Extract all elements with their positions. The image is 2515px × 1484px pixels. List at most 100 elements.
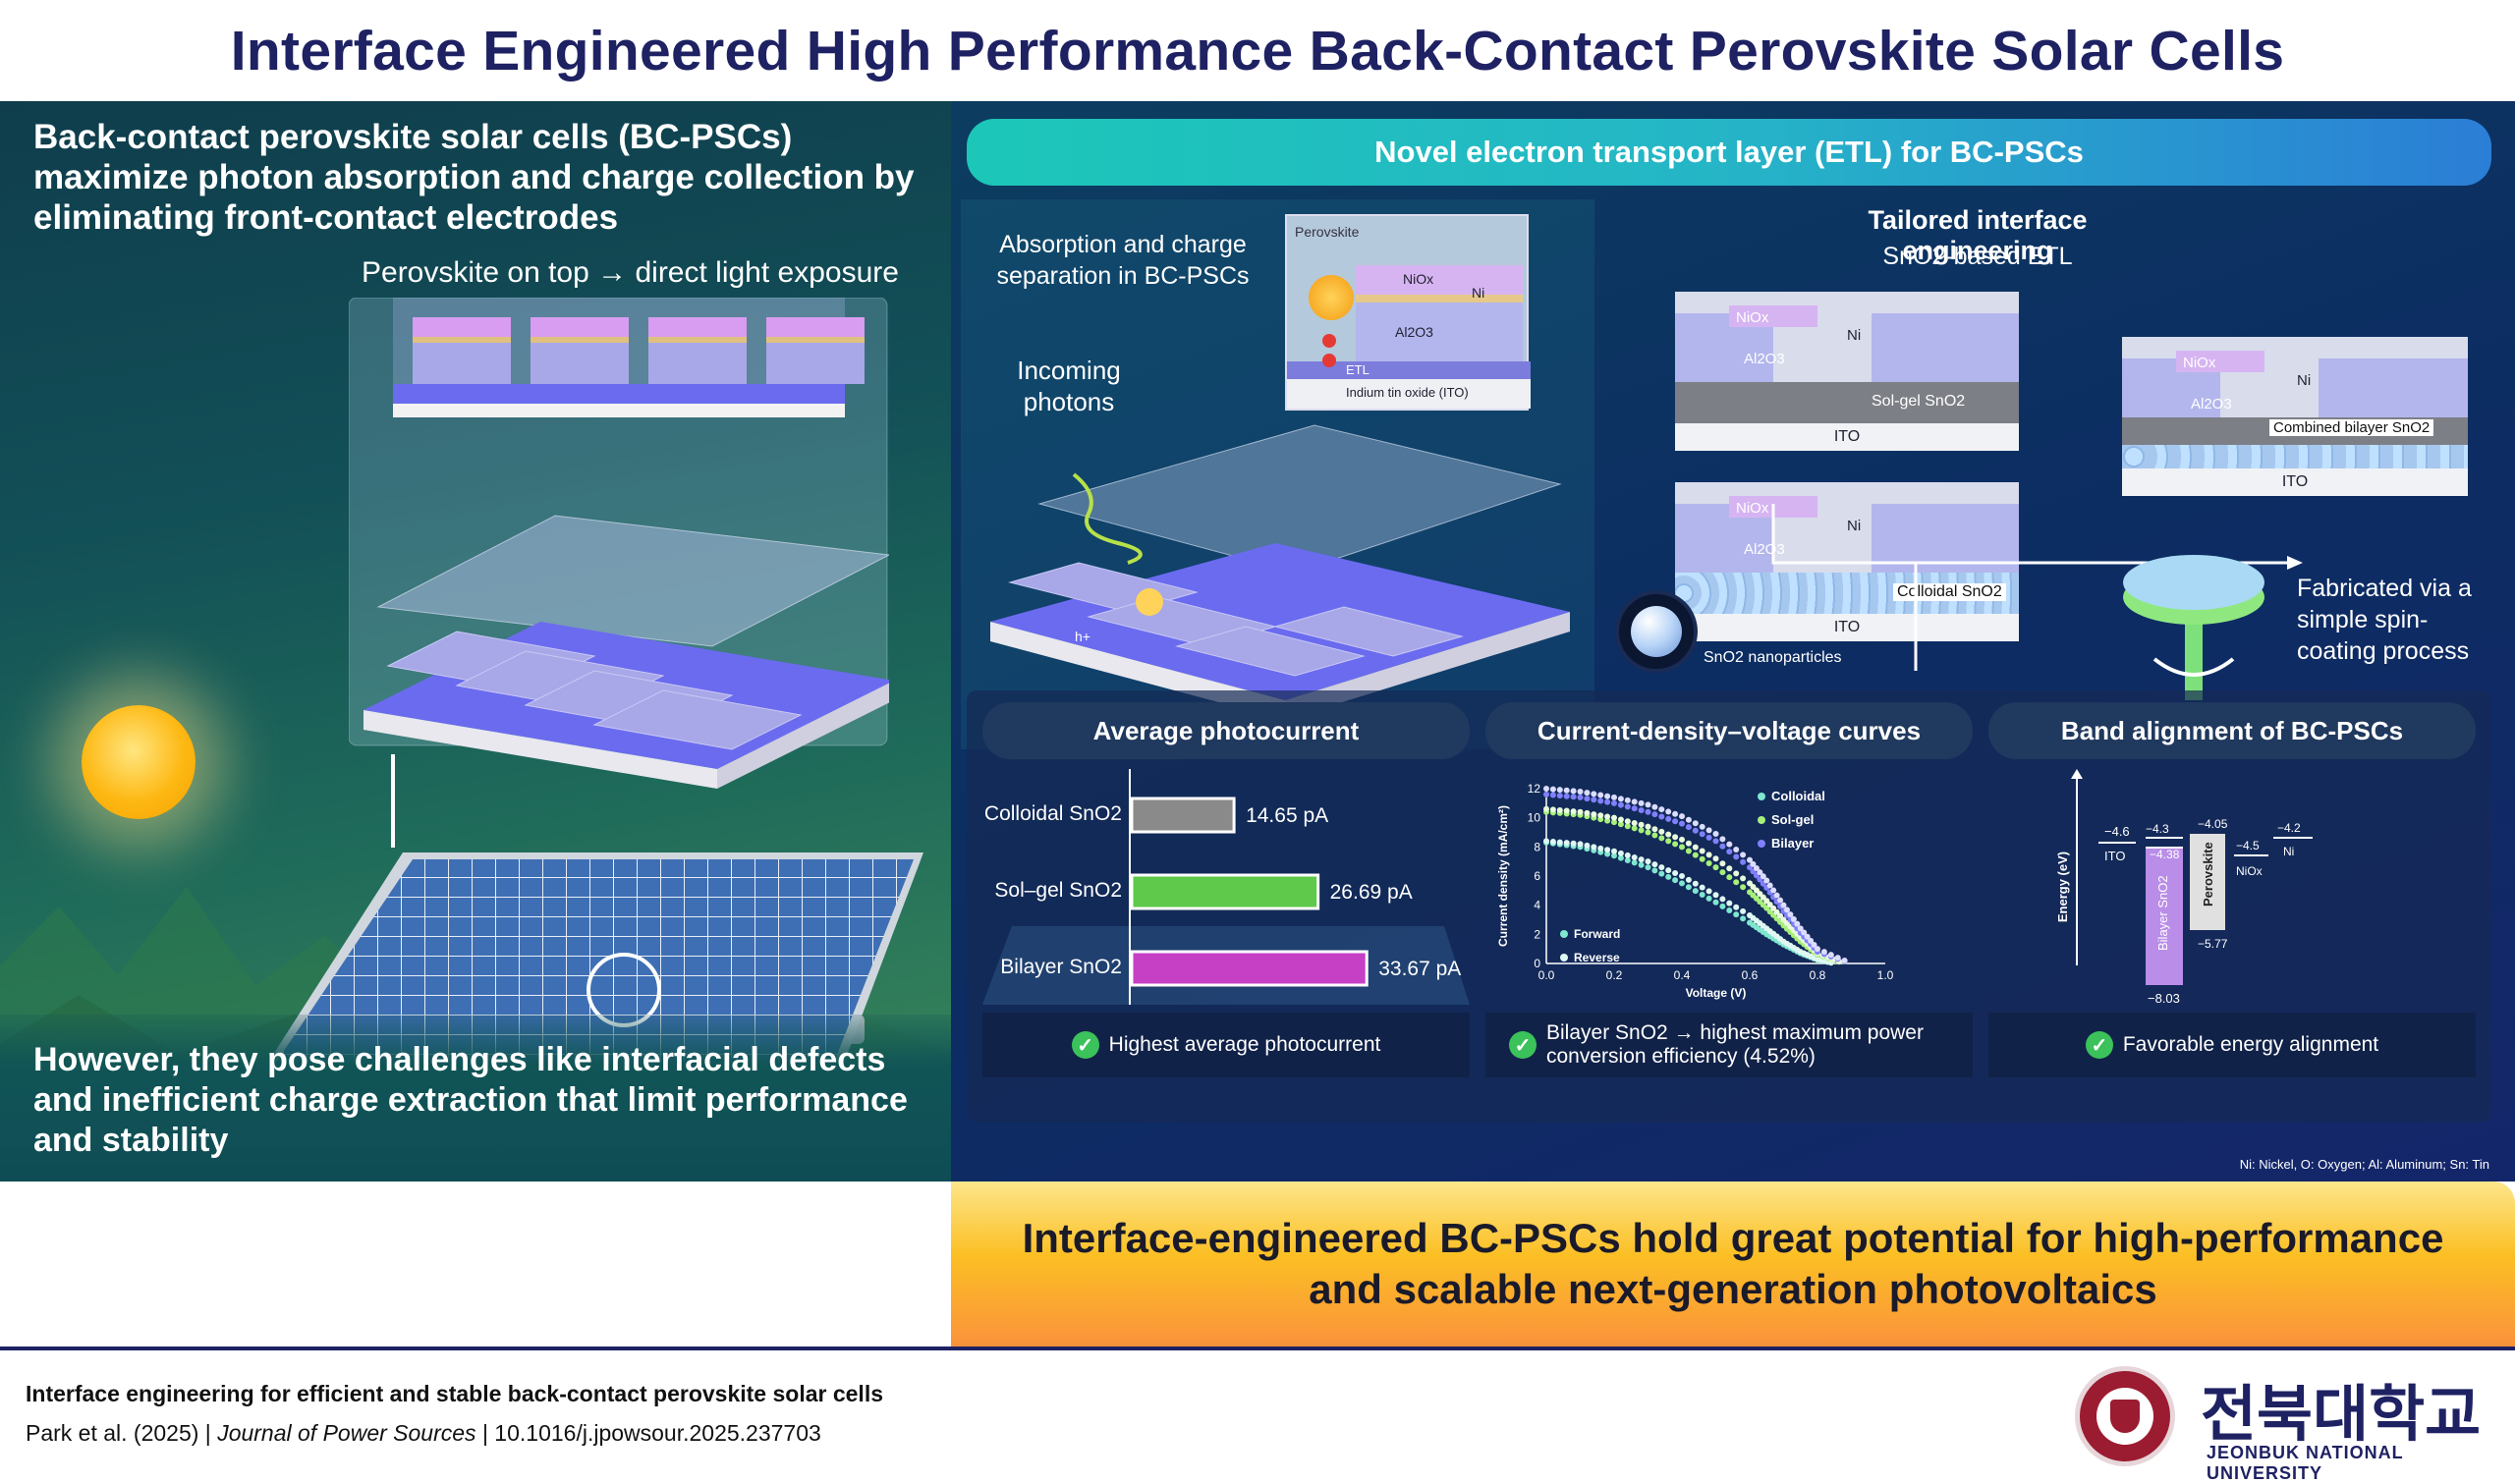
paper-title: Interface engineering for efficient and …	[26, 1381, 884, 1406]
jv-point	[1651, 811, 1658, 818]
jv-point	[1658, 870, 1665, 877]
jv-point	[1740, 884, 1747, 891]
exciton-icon	[1309, 275, 1354, 320]
jv-point	[1753, 864, 1760, 871]
y-tick-label: 2	[1534, 927, 1540, 941]
bilayer-bottom: −8.03	[2148, 991, 2180, 1005]
jv-point	[1604, 813, 1611, 820]
jv-point	[1604, 793, 1611, 799]
jv-point	[1591, 797, 1597, 803]
jv-point	[1692, 844, 1699, 851]
jv-point	[1617, 850, 1624, 856]
ito-value: −4.6	[2104, 824, 2130, 839]
conclusion-banner: Interface-engineered BC-PSCs hold great …	[951, 1182, 2515, 1347]
band-title: Band alignment of BC-PSCs	[1988, 702, 2476, 759]
jv-point	[1672, 877, 1679, 884]
citation: Park et al. (2025) | Journal of Power So…	[26, 1420, 821, 1447]
jv-point	[1563, 793, 1570, 799]
bilayer-top1: −4.3	[2146, 822, 2169, 836]
bar-category-label: Sol–gel SnO2	[994, 879, 1122, 902]
jv-point	[1611, 848, 1617, 854]
jv-point	[1604, 798, 1611, 805]
jv-point	[1591, 844, 1597, 851]
check-icon: ✓	[1509, 1031, 1537, 1059]
hole-label: h+	[1075, 629, 1090, 644]
jv-point	[1834, 955, 1841, 962]
jv-point	[1672, 834, 1679, 841]
jv-point	[1692, 827, 1699, 834]
jv-point	[1597, 797, 1604, 804]
jv-point	[1591, 811, 1597, 818]
jv-point	[1679, 844, 1685, 851]
jv-point	[1651, 803, 1658, 810]
jv-point	[1563, 840, 1570, 847]
jv-point	[1705, 859, 1712, 866]
jv-point	[1645, 823, 1651, 830]
jv-point	[1665, 838, 1672, 845]
photocurrent-title: Average photocurrent	[982, 702, 1470, 759]
jv-point	[1679, 813, 1685, 820]
jv-point	[1624, 797, 1631, 803]
tailored-title: Tailored interface engineering	[1868, 205, 2088, 265]
jv-point	[1577, 841, 1584, 848]
jv-point	[1604, 847, 1611, 853]
solgel-nio: NiOx	[1736, 309, 1769, 326]
colloidal-label: Colloidal SnO2	[1893, 583, 2006, 601]
y-tick-label: 12	[1528, 782, 1541, 796]
jv-point	[1577, 788, 1584, 795]
jv-point	[1672, 870, 1679, 877]
y-tick-label: 6	[1534, 869, 1540, 883]
colloidal-nio: NiOx	[1736, 500, 1769, 517]
solgel-ni: Ni	[1847, 327, 1862, 344]
x-tick-label: 0.0	[1538, 968, 1555, 982]
jv-point	[1638, 799, 1645, 806]
bar-value-label: 33.67 pA	[1378, 958, 1461, 980]
jv-point	[1672, 841, 1679, 848]
top-electrode-row	[413, 317, 865, 384]
jv-point	[1577, 808, 1584, 815]
citation-authors: Park et al. (2025) |	[26, 1420, 211, 1446]
jv-point	[1624, 818, 1631, 825]
jv-point	[1584, 842, 1591, 849]
jv-point	[1726, 849, 1733, 855]
jv-point	[1740, 852, 1747, 858]
scan-legend-marker	[1560, 954, 1568, 962]
bilayer-band	[2146, 848, 2183, 985]
jv-point	[1543, 838, 1549, 845]
colloidal-ni: Ni	[1847, 518, 1862, 534]
photocurrent-check: ✓Highest average photocurrent	[982, 1013, 1470, 1077]
colloidal-ito: ITO	[1675, 614, 2019, 641]
jv-point	[1665, 867, 1672, 874]
jv-point	[1790, 915, 1797, 922]
jv-point	[1617, 821, 1624, 828]
x-tick-label: 0.2	[1606, 968, 1623, 982]
jv-point	[1549, 786, 1556, 793]
jv-point	[1740, 915, 1747, 922]
bc-psc-device: h+	[990, 424, 1570, 720]
jv-point	[1719, 860, 1726, 867]
jv-point	[1692, 888, 1699, 895]
jv-point	[1815, 946, 1820, 953]
university-korean-name: 전북대학교	[2201, 1381, 2482, 1449]
ni-label: Ni	[2283, 845, 2294, 858]
electron-icon	[1322, 354, 1336, 367]
solgel-label: Sol-gel SnO2	[1872, 393, 1966, 410]
bar-value-label: 14.65 pA	[1246, 804, 1328, 827]
absorption-label: Absorption and charge separation in BC-P…	[996, 231, 1250, 290]
inset-etl: ETL	[1346, 362, 1369, 377]
jv-check: ✓ Bilayer SnO2 → highest maximum power c…	[1485, 1013, 1973, 1077]
jv-point	[1719, 836, 1726, 843]
jv-point	[1783, 907, 1790, 913]
merge-arrows	[1771, 504, 2303, 671]
inset-perovskite: Perovskite	[1295, 224, 1360, 240]
jv-point	[1638, 827, 1645, 834]
jv-point	[1685, 840, 1692, 847]
jv-point	[1712, 830, 1719, 837]
jv-point	[1705, 852, 1712, 858]
jv-point	[1787, 911, 1794, 918]
band-check: ✓Favorable energy alignment	[1988, 1013, 2476, 1077]
jv-point	[1733, 911, 1740, 918]
jv-point	[1712, 892, 1719, 899]
jv-point	[1685, 816, 1692, 823]
